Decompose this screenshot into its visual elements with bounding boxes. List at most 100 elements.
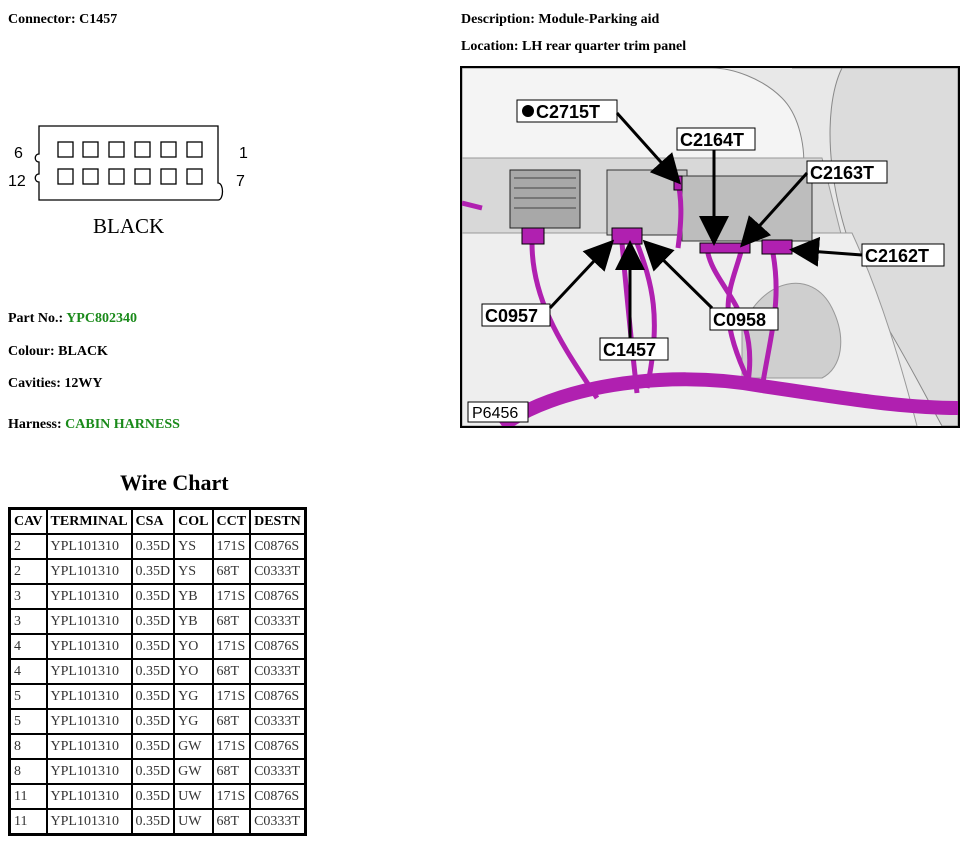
cell-csa: 0.35D bbox=[130, 808, 176, 836]
cell-cav: 2 bbox=[8, 558, 48, 585]
callout-c2162t: C2162T bbox=[865, 246, 929, 266]
connector-color-label: BLACK bbox=[93, 214, 164, 238]
cell-cav: 5 bbox=[8, 708, 48, 735]
cell-csa: 0.35D bbox=[130, 733, 176, 760]
cell-destn: C0876S bbox=[249, 533, 307, 560]
header-col: COL bbox=[173, 507, 214, 535]
cell-cav: 5 bbox=[8, 683, 48, 710]
harness-link[interactable]: CABIN HARNESS bbox=[65, 417, 180, 432]
cell-cct: 171S bbox=[211, 683, 252, 710]
cell-cct: 68T bbox=[211, 758, 252, 785]
cell-destn: C0876S bbox=[249, 583, 307, 610]
cell-cct: 68T bbox=[211, 658, 252, 685]
cell-csa: 0.35D bbox=[130, 533, 176, 560]
callout-c1457: C1457 bbox=[603, 340, 656, 360]
cell-col: YS bbox=[173, 558, 214, 585]
header-cct: CCT bbox=[211, 507, 252, 535]
cell-cav: 4 bbox=[8, 633, 48, 660]
cell-terminal: YPL101310 bbox=[45, 633, 133, 660]
cell-destn: C0333T bbox=[249, 808, 307, 836]
cell-csa: 0.35D bbox=[130, 658, 176, 685]
cell-col: GW bbox=[173, 758, 214, 785]
cell-terminal: YPL101310 bbox=[45, 783, 133, 810]
header-cav: CAV bbox=[8, 507, 48, 535]
cell-terminal: YPL101310 bbox=[45, 608, 133, 635]
cell-col: UW bbox=[173, 783, 214, 810]
cell-cav: 11 bbox=[8, 783, 48, 810]
cell-cav: 3 bbox=[8, 583, 48, 610]
pin-label-7: 7 bbox=[236, 173, 245, 190]
harness: Harness: CABIN HARNESS bbox=[8, 417, 180, 433]
cell-col: YG bbox=[173, 683, 214, 710]
cell-cct: 68T bbox=[211, 808, 252, 836]
cell-terminal: YPL101310 bbox=[45, 583, 133, 610]
cell-terminal: YPL101310 bbox=[45, 708, 133, 735]
location-photo: C2715T C2164T C2163T C2162T C0957 C0958 … bbox=[460, 66, 960, 428]
cell-csa: 0.35D bbox=[130, 783, 176, 810]
cell-terminal: YPL101310 bbox=[45, 683, 133, 710]
cell-cct: 171S bbox=[211, 783, 252, 810]
pin-label-6: 6 bbox=[14, 145, 23, 162]
colour: Colour: BLACK bbox=[8, 344, 108, 359]
callout-c2164t: C2164T bbox=[680, 130, 744, 150]
cell-terminal: YPL101310 bbox=[45, 808, 133, 836]
cell-cct: 68T bbox=[211, 608, 252, 635]
cell-cct: 68T bbox=[211, 708, 252, 735]
callout-c0958: C0958 bbox=[713, 310, 766, 330]
part-number: Part No.: YPC802340 bbox=[8, 311, 137, 327]
cell-destn: C0876S bbox=[249, 683, 307, 710]
cell-col: YS bbox=[173, 533, 214, 560]
cell-cct: 171S bbox=[211, 533, 252, 560]
cell-terminal: YPL101310 bbox=[45, 658, 133, 685]
cavities: Cavities: 12WY bbox=[8, 376, 103, 391]
cell-cav: 11 bbox=[8, 808, 48, 836]
part-number-label: Part No.: bbox=[8, 311, 64, 326]
bullet-icon bbox=[522, 105, 534, 117]
cell-cct: 171S bbox=[211, 733, 252, 760]
cell-csa: 0.35D bbox=[130, 558, 176, 585]
cell-col: YB bbox=[173, 583, 214, 610]
wire-chart-title: Wire Chart bbox=[120, 470, 229, 495]
callouts: C2715T C2164T C2163T C2162T C0957 C0958 … bbox=[467, 99, 945, 423]
cell-cct: 68T bbox=[211, 558, 252, 585]
cell-destn: C0333T bbox=[249, 658, 307, 685]
harness-label: Harness: bbox=[8, 417, 62, 432]
description: Description: Module-Parking aid bbox=[461, 12, 660, 27]
cell-col: YO bbox=[173, 633, 214, 660]
cell-cav: 2 bbox=[8, 533, 48, 560]
cell-destn: C0876S bbox=[249, 783, 307, 810]
connector-outline bbox=[34, 125, 224, 201]
cell-cav: 8 bbox=[8, 733, 48, 760]
cell-csa: 0.35D bbox=[130, 758, 176, 785]
cavity-grid bbox=[57, 141, 203, 185]
cell-destn: C0876S bbox=[249, 733, 307, 760]
location-illustration: C2715T C2164T C2163T C2162T C0957 C0958 … bbox=[462, 68, 958, 426]
cell-col: YB bbox=[173, 608, 214, 635]
location: Location: LH rear quarter trim panel bbox=[461, 39, 687, 54]
part-number-link[interactable]: YPC802340 bbox=[66, 311, 137, 326]
cell-cav: 8 bbox=[8, 758, 48, 785]
connector-face-diagram: 6 1 12 7 BLACK bbox=[8, 125, 248, 238]
cell-terminal: YPL101310 bbox=[45, 558, 133, 585]
cell-col: GW bbox=[173, 733, 214, 760]
header-terminal: TERMINAL bbox=[45, 507, 133, 535]
callout-c2715t: C2715T bbox=[536, 102, 600, 122]
cell-destn: C0333T bbox=[249, 558, 307, 585]
cell-csa: 0.35D bbox=[130, 608, 176, 635]
cell-terminal: YPL101310 bbox=[45, 733, 133, 760]
cell-csa: 0.35D bbox=[130, 633, 176, 660]
cell-csa: 0.35D bbox=[130, 683, 176, 710]
